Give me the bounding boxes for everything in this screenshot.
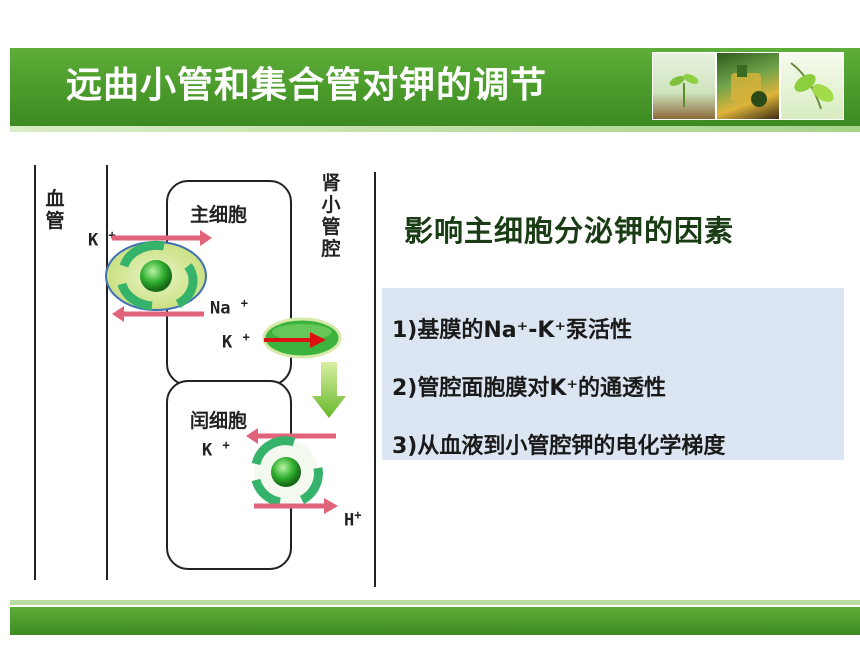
principal-cell-label: 主细胞 (190, 204, 248, 226)
blood-vessel-label: 血管 (45, 188, 65, 232)
blood-vessel-boundary (34, 165, 36, 580)
na-k-pump (105, 230, 212, 322)
factor-item: 2)管腔面胞膜对K⁺的通透性 (392, 376, 667, 401)
lumen-boundary (374, 172, 376, 587)
k-ion-blood-label: K + (88, 228, 116, 251)
header-underline (10, 126, 860, 132)
downward-arrow (312, 362, 346, 418)
factors-box (382, 288, 844, 460)
seedling-photo (652, 52, 716, 120)
k-ion-intercalated-label: K + (202, 438, 230, 461)
intercalated-cell-label: 闰细胞 (190, 410, 248, 432)
factor-item: 3)从血液到小管腔钾的电化学梯度 (392, 434, 726, 459)
factors-heading: 影响主细胞分泌钾的因素 (404, 214, 735, 248)
footer-band (10, 607, 860, 635)
tubule-lumen-label: 肾小管腔 (321, 172, 341, 260)
basolateral-membrane-line (106, 165, 108, 580)
h-k-pump (246, 428, 338, 514)
slide-title: 远曲小管和集合管对钾的调节 (66, 65, 548, 106)
na-ion-label: Na + (210, 296, 248, 319)
lab-equipment-photo (716, 52, 780, 120)
leaves-photo (780, 52, 844, 120)
h-ion-label: H+ (344, 508, 362, 531)
factor-item: 1)基膜的Na⁺-K⁺泵活性 (392, 318, 633, 343)
k-ion-principal-label: K + (222, 330, 250, 353)
k-channel (262, 317, 342, 359)
footer-accent-line (10, 600, 860, 605)
